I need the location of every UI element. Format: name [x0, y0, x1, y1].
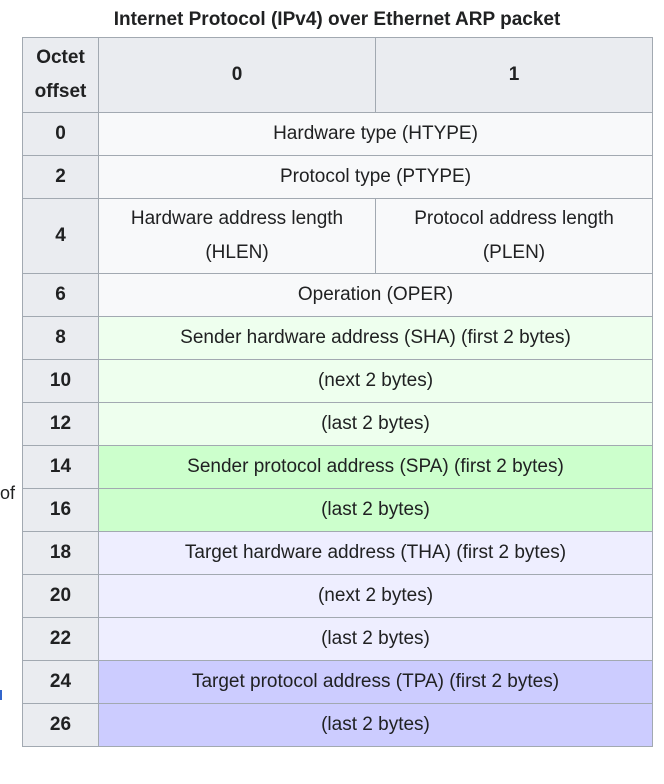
row-offset: 6 [22, 273, 99, 317]
field-hlen: Hardware address length (HLEN) [98, 198, 376, 274]
row-offset: 10 [22, 359, 99, 403]
field-hlen-line2: (HLEN) [205, 242, 269, 263]
row-offset: 12 [22, 402, 99, 446]
table-caption: Internet Protocol (IPv4) over Ethernet A… [113, 9, 561, 30]
table-row: 2 Protocol type (PTYPE) [22, 155, 653, 199]
row-offset: 24 [22, 660, 99, 704]
field-hlen-line1: Hardware address length [130, 208, 344, 229]
field-plen-line2: (PLEN) [482, 242, 546, 263]
table-row: 0 Hardware type (HTYPE) [22, 112, 653, 156]
field-sha-first: Sender hardware address (SHA) (first 2 b… [98, 316, 653, 360]
field-spa-last: (last 2 bytes) [98, 488, 653, 532]
field-tpa-last: (last 2 bytes) [98, 703, 653, 747]
arp-packet-table: Octet offset 0 1 0 Hardware type (HTYPE)… [22, 37, 653, 747]
field-tha-first: Target hardware address (THA) (first 2 b… [98, 531, 653, 575]
row-offset: 22 [22, 617, 99, 661]
row-offset: 0 [22, 112, 99, 156]
table-row: 14 Sender protocol address (SPA) (first … [22, 445, 653, 489]
table-row: 24 Target protocol address (TPA) (first … [22, 660, 653, 704]
table-row: 8 Sender hardware address (SHA) (first 2… [22, 316, 653, 360]
table-row: 18 Target hardware address (THA) (first … [22, 531, 653, 575]
field-plen: Protocol address length (PLEN) [375, 198, 653, 274]
table-header-row: Octet offset 0 1 [22, 37, 653, 113]
side-link-fragment[interactable] [0, 690, 2, 700]
table-row: 20 (next 2 bytes) [22, 574, 653, 618]
octet-0-header: 0 [98, 37, 376, 113]
table-row: 6 Operation (OPER) [22, 273, 653, 317]
field-tha-next: (next 2 bytes) [98, 574, 653, 618]
octet-offset-header: Octet offset [22, 37, 99, 113]
field-oper: Operation (OPER) [98, 273, 653, 317]
row-offset: 2 [22, 155, 99, 199]
table-row: 12 (last 2 bytes) [22, 402, 653, 446]
side-text-fragment: of [0, 483, 16, 503]
field-sha-last: (last 2 bytes) [98, 402, 653, 446]
row-offset: 18 [22, 531, 99, 575]
field-tha-last: (last 2 bytes) [98, 617, 653, 661]
field-plen-line1: Protocol address length [414, 208, 614, 229]
table-row: 16 (last 2 bytes) [22, 488, 653, 532]
octet-1-header: 1 [375, 37, 653, 113]
field-sha-next: (next 2 bytes) [98, 359, 653, 403]
row-offset: 16 [22, 488, 99, 532]
row-offset: 14 [22, 445, 99, 489]
table-row: 22 (last 2 bytes) [22, 617, 653, 661]
row-offset: 20 [22, 574, 99, 618]
table-row: 10 (next 2 bytes) [22, 359, 653, 403]
field-spa-first: Sender protocol address (SPA) (first 2 b… [98, 445, 653, 489]
row-offset: 4 [22, 198, 99, 274]
octet-offset-header-line1: Octet [36, 47, 85, 68]
field-tpa-first: Target protocol address (TPA) (first 2 b… [98, 660, 653, 704]
row-offset: 26 [22, 703, 99, 747]
field-ptype: Protocol type (PTYPE) [98, 155, 653, 199]
table-row: 26 (last 2 bytes) [22, 703, 653, 747]
field-htype: Hardware type (HTYPE) [98, 112, 653, 156]
table-row: 4 Hardware address length (HLEN) Protoco… [22, 198, 653, 274]
octet-offset-header-line2: offset [34, 81, 87, 102]
row-offset: 8 [22, 316, 99, 360]
